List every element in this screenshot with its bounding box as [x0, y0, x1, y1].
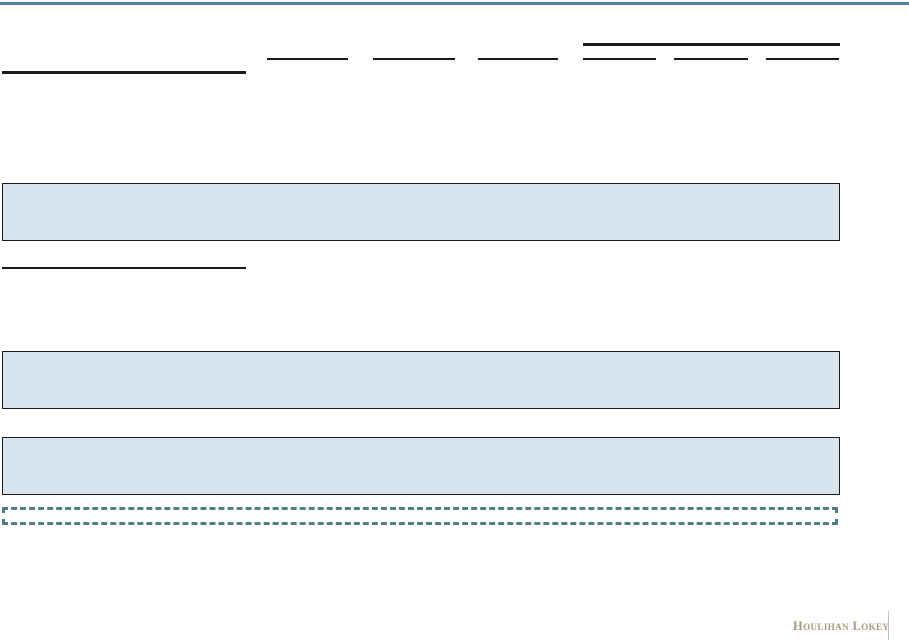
content-placeholder-box-3 [2, 437, 840, 495]
footnote-dashed-placeholder [2, 507, 838, 525]
top-accent-bar [0, 2, 909, 5]
table-column-underline-3 [478, 58, 558, 60]
table-column-underline-2 [373, 58, 455, 60]
table-column-underline-5 [674, 58, 748, 60]
content-placeholder-box-2 [2, 351, 840, 409]
content-placeholder-box-1 [2, 183, 840, 241]
table-column-underline-1 [267, 58, 348, 60]
section-title-underline [2, 267, 246, 269]
footer-separator-rule [888, 611, 889, 640]
houlihan-lokey-logo: Houlihan Lokey [793, 619, 890, 633]
table-spanning-header-underline [583, 43, 840, 46]
table-column-underline-6 [766, 58, 839, 60]
table-column-underline-4 [583, 58, 656, 60]
title-underline [2, 71, 246, 74]
